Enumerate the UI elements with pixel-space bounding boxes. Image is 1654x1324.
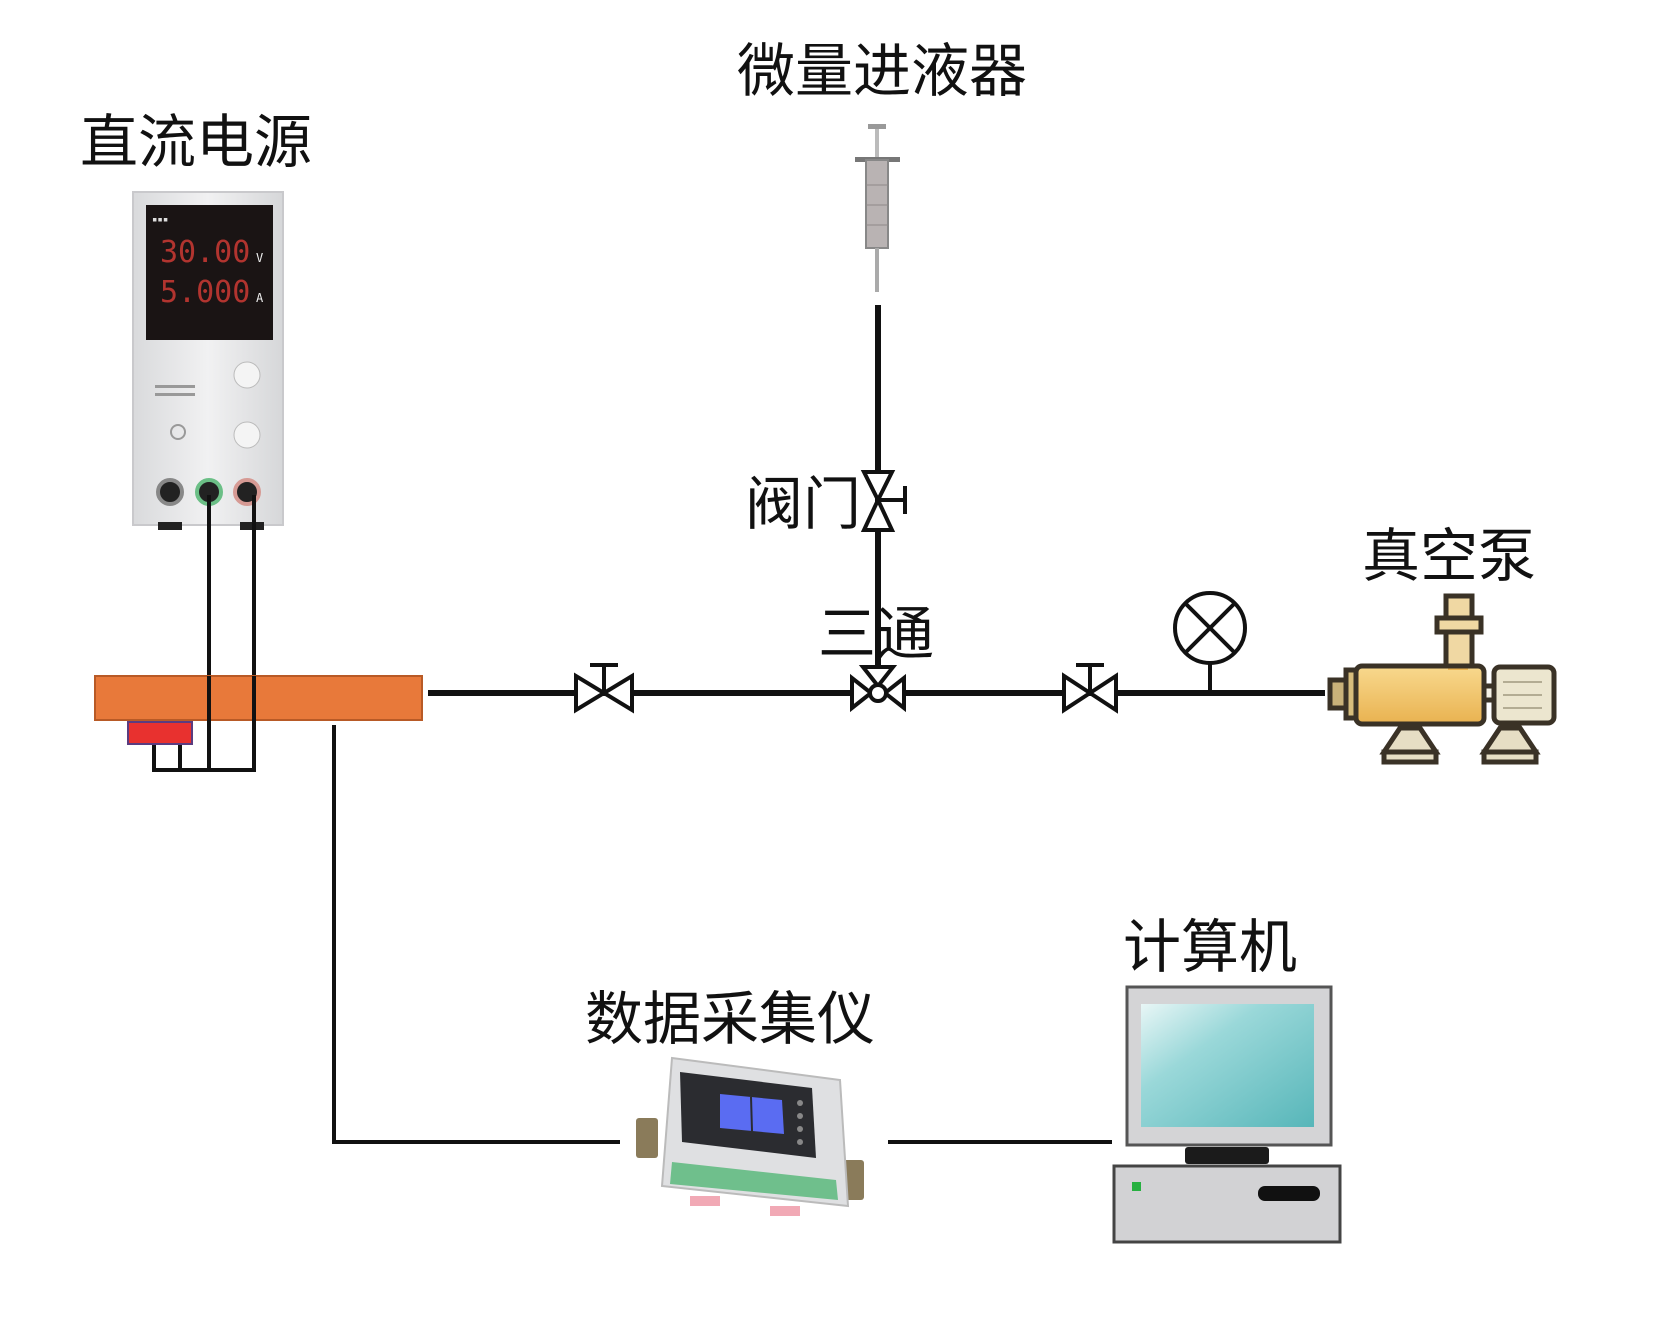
- disk-drive: [1258, 1186, 1320, 1201]
- computer: [1112, 985, 1342, 1244]
- heater-block: [94, 675, 423, 721]
- psu-brand-text: ▪▪▪: [152, 215, 168, 225]
- dc-power-label: 直流电源: [80, 108, 313, 176]
- power-wires-over: [207, 676, 256, 770]
- vertical-valve: [860, 470, 907, 532]
- tee-label: 三通: [818, 600, 935, 668]
- valve-label: 阀门: [745, 470, 862, 538]
- psu-current-readout: 5.000: [160, 275, 250, 310]
- vacuum-pump-label: 真空泵: [1362, 522, 1537, 590]
- three-way-tee: [850, 665, 906, 713]
- psu-terminal-negative: [156, 478, 184, 506]
- gate-valve-1: [574, 663, 634, 714]
- psu-voltage-unit: V: [256, 251, 263, 265]
- power-led: [1132, 1182, 1141, 1191]
- micro-injector-label: 微量进液器: [737, 37, 1028, 105]
- heater-element: [127, 721, 193, 745]
- computer-case: [1112, 1164, 1342, 1244]
- computer-label: 计算机: [1123, 913, 1298, 981]
- signal-cables: [332, 725, 1112, 1144]
- psu-current-knob: [233, 421, 261, 449]
- psu-current-unit: A: [256, 291, 264, 305]
- data-logger: [636, 1056, 864, 1216]
- pressure-gauge: [1173, 591, 1247, 693]
- dc-power-supply: ▪▪▪ 30.00 V 5.000 A: [132, 191, 284, 530]
- psu-voltage-readout: 30.00: [160, 235, 250, 270]
- psu-display: [146, 205, 273, 340]
- psu-voltage-knob: [233, 361, 261, 389]
- micro-injector-syringe: [855, 124, 900, 292]
- psu-power-switch: [170, 424, 186, 440]
- gate-valve-2: [1062, 663, 1118, 714]
- data-logger-label: 数据采集仪: [585, 985, 876, 1053]
- vacuum-pump: [1327, 593, 1557, 765]
